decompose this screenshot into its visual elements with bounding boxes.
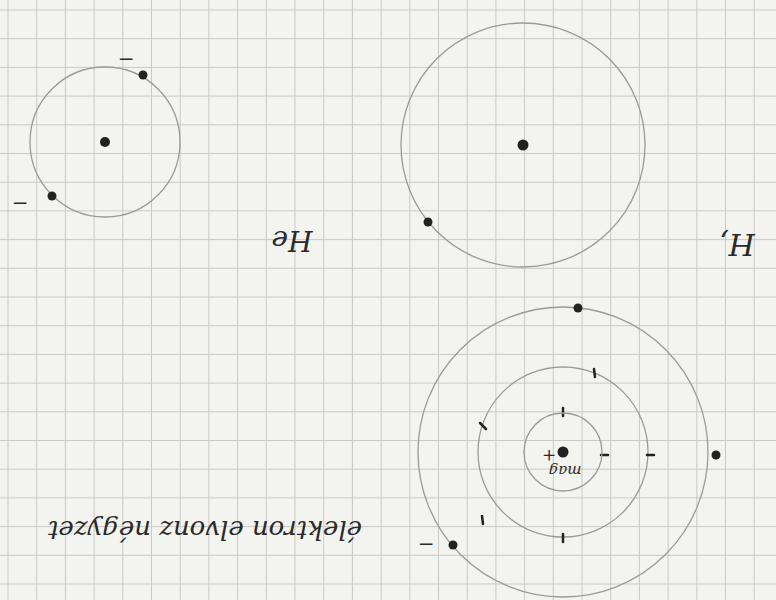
- nucleus-label: +: [542, 447, 556, 464]
- handwritten-note: élektron elvonz négyzet: [48, 517, 362, 543]
- nucleus-circle: mag+: [523, 412, 603, 492]
- charge-sign: −: [12, 194, 29, 214]
- nucleus-outline: [523, 412, 603, 492]
- charge-sign: −: [118, 50, 135, 70]
- electron-ticks: [480, 369, 654, 542]
- element-symbol: He: [272, 226, 313, 254]
- element-symbol: H,: [719, 229, 755, 259]
- particles: [48, 71, 721, 550]
- charge-sign: −: [418, 535, 435, 555]
- nucleus-label: mag: [549, 463, 582, 478]
- orbits: [30, 23, 708, 597]
